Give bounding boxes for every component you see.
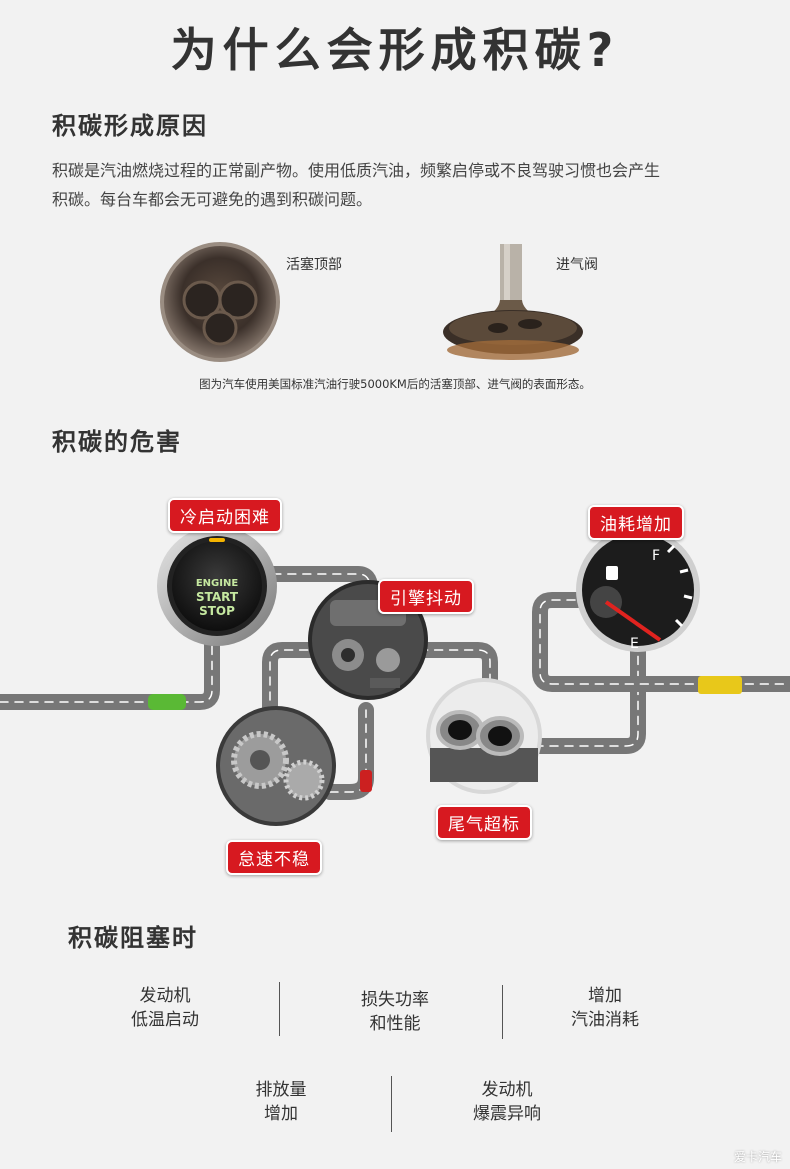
intake-valve-photo [443, 244, 583, 360]
effect-line: 爆震异响 [473, 1104, 541, 1124]
effect-line: 发动机 [139, 986, 191, 1006]
page-title: 为什么会形成积碳? [170, 23, 620, 77]
cause-paragraph-line-1: 积碳是汽油燃烧过程的正常副产物。使用低质汽油，频繁启停或不良驾驶习惯也会产生 [52, 161, 661, 180]
divider [391, 1076, 392, 1132]
gauge-empty-label: E [630, 636, 639, 652]
effect-emissions: 排放量 增加 [206, 1078, 356, 1126]
green-car-icon [148, 694, 186, 710]
start-label-3: STOP [199, 604, 235, 618]
fuel-gauge-icon: F E [576, 528, 700, 652]
effect-line: 汽油消耗 [571, 1010, 639, 1030]
effect-cold-start: 发动机 低温启动 [90, 984, 240, 1032]
harm-heading: 积碳的危害 [52, 428, 182, 456]
effect-power-loss: 损失功率 和性能 [320, 988, 470, 1036]
tag-cold-start: 冷启动困难 [168, 498, 282, 533]
cause-heading: 积碳形成原因 [52, 112, 208, 140]
divider [279, 982, 280, 1036]
cause-paragraph-line-2: 积碳。每台车都会无可避免的遇到积碳问题。 [52, 190, 373, 209]
effect-line: 损失功率 [361, 990, 429, 1010]
tag-fuel-consumption: 油耗增加 [588, 505, 684, 540]
piston-top-photo [160, 242, 280, 362]
gear-transmission-photo [216, 706, 336, 826]
road-illustration: ENGINE START STOP F E [0, 526, 790, 826]
block-heading: 积碳阻塞时 [68, 924, 198, 952]
effect-line: 发动机 [481, 1080, 533, 1100]
start-label-2: START [196, 590, 239, 604]
tag-engine-shake: 引擎抖动 [378, 579, 474, 614]
cause-paragraph: 积碳是汽油燃烧过程的正常副产物。使用低质汽油，频繁启停或不良驾驶习惯也会产生 积… [52, 156, 742, 214]
effect-knocking: 发动机 爆震异响 [432, 1078, 582, 1126]
gauge-full-label: F [652, 548, 660, 564]
start-stop-button-icon: ENGINE START STOP [157, 526, 277, 646]
yellow-truck-icon [698, 676, 742, 694]
effect-line: 低温启动 [131, 1010, 199, 1030]
photo-caption: 图为汽车使用美国标准汽油行驶5000KM后的活塞顶部、进气阀的表面形态。 [199, 377, 591, 391]
effect-line: 排放量 [255, 1080, 307, 1100]
effect-line: 增加 [588, 986, 622, 1006]
start-label-1: ENGINE [196, 578, 238, 589]
tag-exhaust-excess: 尾气超标 [436, 805, 532, 840]
effect-line: 和性能 [369, 1014, 421, 1034]
valve-label: 进气阀 [556, 257, 598, 273]
watermark: 爱卡汽车 [733, 1150, 782, 1164]
tag-idle-unstable: 怠速不稳 [226, 840, 322, 875]
effect-fuel-consumption: 增加 汽油消耗 [530, 984, 680, 1032]
divider [502, 985, 503, 1039]
effect-line: 增加 [264, 1104, 298, 1124]
piston-label: 活塞顶部 [286, 257, 342, 273]
exhaust-pipe-photo [426, 678, 542, 794]
red-car-icon [360, 770, 372, 792]
